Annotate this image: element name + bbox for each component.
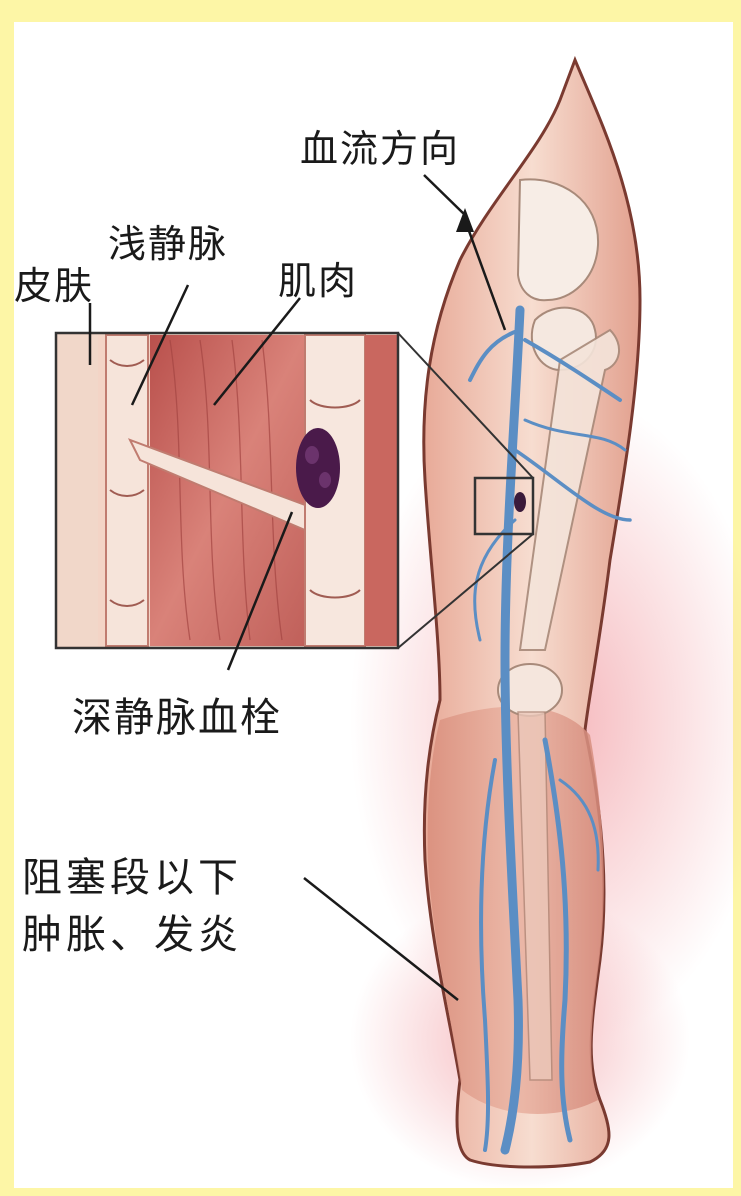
label-superficial-vein: 浅静脉 bbox=[108, 213, 228, 268]
label-blood-flow-direction: 血流方向 bbox=[300, 118, 460, 173]
inset-cross-section bbox=[56, 333, 398, 648]
label-muscle: 肌肉 bbox=[278, 250, 358, 305]
label-swelling-line2: 肿胀、发炎 bbox=[22, 902, 242, 960]
label-skin: 皮肤 bbox=[14, 255, 94, 310]
clot-small bbox=[514, 492, 526, 512]
label-swelling-line1: 阻塞段以下 bbox=[22, 845, 242, 903]
blood-clot bbox=[296, 428, 340, 508]
flow-arrow-head bbox=[456, 208, 474, 232]
label-deep-vein-thrombosis: 深静脉血栓 bbox=[72, 685, 282, 743]
